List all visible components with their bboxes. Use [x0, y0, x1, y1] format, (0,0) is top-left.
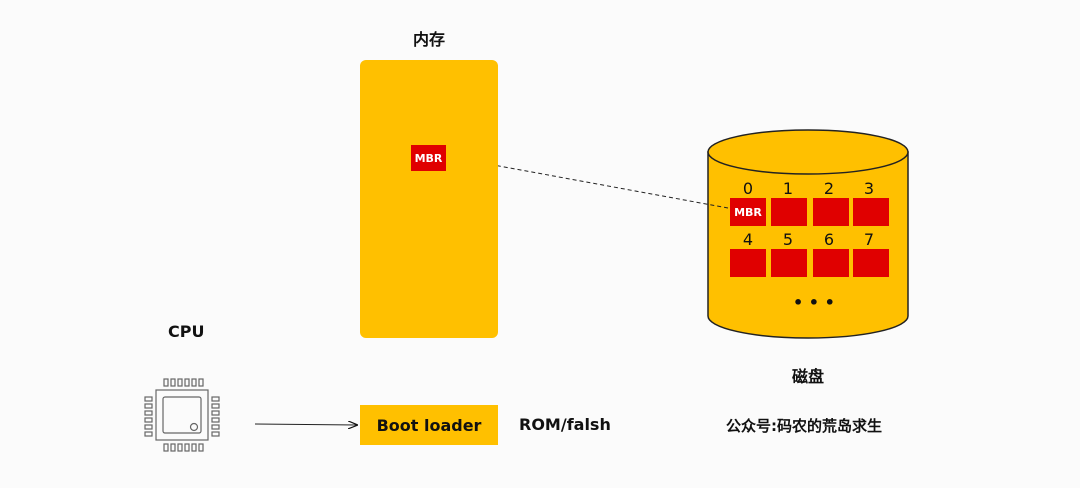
- boot-loader-block: Boot loader: [360, 405, 498, 445]
- disk-sector-6: [813, 249, 849, 277]
- disk-sector-2: [813, 198, 849, 226]
- sector-index-3: 3: [863, 179, 875, 198]
- rom-label: ROM/falsh: [519, 415, 611, 434]
- sector-index-6: 6: [823, 230, 835, 249]
- disk-sector-7: [853, 249, 889, 277]
- memory-mbr-box: MBR: [411, 145, 446, 171]
- mbr-load-arrow: [450, 157, 729, 209]
- disk-sector-0-mbr: MBR: [730, 198, 766, 226]
- disk-sector-3: [853, 198, 889, 226]
- memory-title: 内存: [413, 30, 446, 49]
- disk-more-ellipsis: • • •: [793, 293, 835, 312]
- sector-index-4: 4: [742, 230, 754, 249]
- cpu-chip-icon: [144, 378, 220, 452]
- footer-credit: 公众号:码农的荒岛求生: [726, 417, 882, 435]
- disk-title: 磁盘: [792, 367, 825, 386]
- sector-index-1: 1: [782, 179, 794, 198]
- disk-sector-5: [771, 249, 807, 277]
- sector-index-7: 7: [863, 230, 875, 249]
- memory-block: [360, 60, 498, 338]
- cpu-title: CPU: [168, 322, 205, 341]
- disk-sector-4: [730, 249, 766, 277]
- sector-index-0: 0: [742, 179, 754, 198]
- cpu-to-bootloader-arrow: [254, 424, 357, 425]
- sector-index-5: 5: [782, 230, 794, 249]
- sector-index-2: 2: [823, 179, 835, 198]
- disk-sector-1: [771, 198, 807, 226]
